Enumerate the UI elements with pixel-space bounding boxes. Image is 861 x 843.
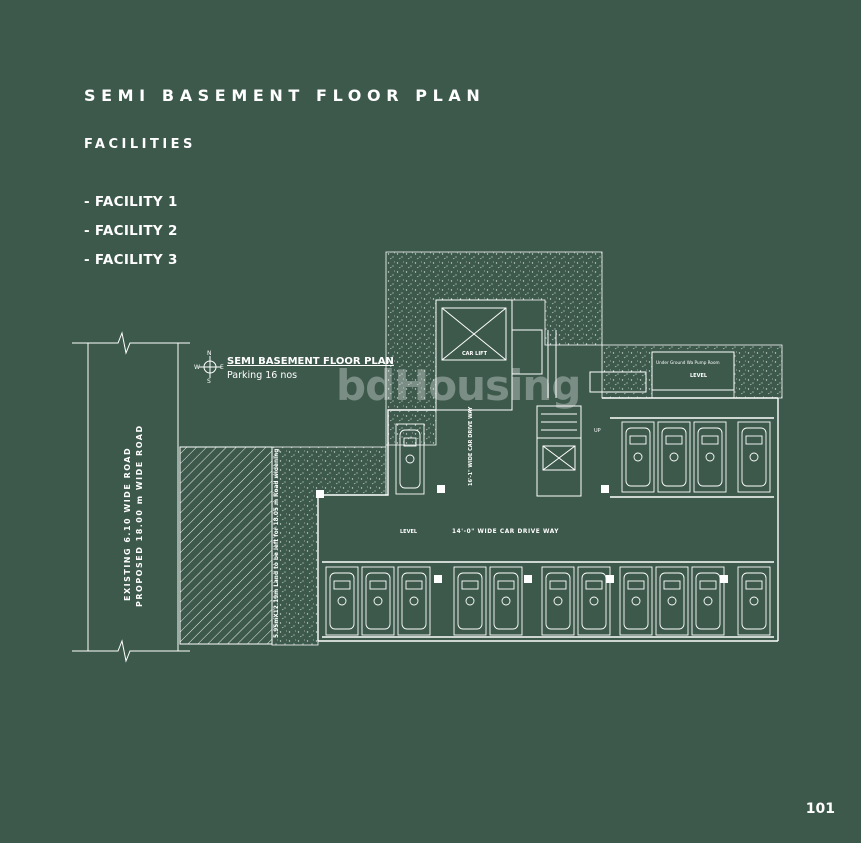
- car-outline: [741, 427, 767, 487]
- stall-marker: [705, 452, 715, 462]
- building-outline: [317, 397, 779, 642]
- level-label: LEVEL: [400, 529, 418, 535]
- stall-marker: [749, 596, 759, 606]
- road-existing-label: EXISTING 6.10 WIDE ROAD: [123, 447, 132, 601]
- parking-stall: [693, 421, 727, 493]
- parking-stall: [657, 421, 691, 493]
- stall-marker: [553, 596, 563, 606]
- car-windshield: [497, 580, 515, 590]
- car-outline: [697, 427, 723, 487]
- pump-room: [651, 351, 735, 391]
- stair-core: [511, 329, 647, 497]
- car-windshield: [665, 435, 683, 445]
- parking-stalls: [325, 421, 771, 636]
- car-outline: [695, 572, 721, 630]
- parking-stall: [737, 566, 771, 636]
- up-label: UP: [594, 428, 601, 434]
- compass-letter-s: S: [207, 378, 211, 385]
- car-windshield: [627, 580, 645, 590]
- facilities-heading: FACILITIES: [84, 137, 196, 152]
- car-outline: [623, 572, 649, 630]
- parking-stall: [453, 566, 487, 636]
- parking-stall: [325, 566, 359, 636]
- drive-way-main-label: 14'-0" WIDE CAR DRIVE WAY: [452, 529, 559, 535]
- stall-marker: [703, 596, 713, 606]
- compass: [199, 356, 221, 378]
- car-windshield: [745, 435, 763, 445]
- car-outline: [581, 572, 607, 630]
- car-outline: [365, 572, 391, 630]
- plan-label: SEMI BASEMENT FLOOR PLAN: [227, 356, 394, 367]
- facility-item: - FACILITY 3: [84, 252, 178, 268]
- site-boundary-walls: [271, 251, 783, 646]
- parking-stall: [395, 423, 425, 495]
- car-windshield: [333, 580, 351, 590]
- stall-marker: [749, 452, 759, 462]
- parking-stall: [361, 566, 395, 636]
- road-strip-note: 5.95mX12.19m Land to be left for 18.05 m…: [274, 449, 280, 638]
- parking-stall: [691, 566, 725, 636]
- stall-marker: [631, 596, 641, 606]
- car-outline: [399, 429, 421, 489]
- car-windshield: [405, 580, 423, 590]
- stall-marker: [669, 452, 679, 462]
- facility-list: - FACILITY 1 - FACILITY 2 - FACILITY 3: [84, 193, 178, 280]
- car-outline: [625, 427, 651, 487]
- compass-letter-e: E: [220, 364, 224, 371]
- watermark-logo: bdHousing: [336, 361, 581, 410]
- facility-item: - FACILITY 2: [84, 223, 178, 239]
- road-proposed-label: PROPOSED 18.00 m WIDE ROAD: [135, 424, 144, 607]
- road-lines: [72, 331, 190, 663]
- pump-room-label: Under Ground Wa Pump Room: [656, 360, 720, 365]
- page-title: SEMI BASEMENT FLOOR PLAN: [84, 86, 486, 105]
- stall-marker: [633, 452, 643, 462]
- drive-way-vertical-label: 16'-1" WIDE CAR DRIVE WAY: [468, 406, 474, 486]
- car-outline: [329, 572, 355, 630]
- facility-item: - FACILITY 1: [84, 194, 178, 210]
- level-label: LEVEL: [690, 373, 708, 379]
- parking-stall: [619, 566, 653, 636]
- car-windshield: [585, 580, 603, 590]
- stall-marker: [337, 596, 347, 606]
- road-widening-strip: [179, 446, 273, 645]
- car-outline: [493, 572, 519, 630]
- stall-marker: [465, 596, 475, 606]
- car-windshield: [701, 435, 719, 445]
- car-outline: [401, 572, 427, 630]
- compass-letter-n: N: [207, 350, 212, 357]
- stall-marker: [405, 454, 415, 464]
- car-windshield: [369, 580, 387, 590]
- parking-stall: [541, 566, 575, 636]
- car-lift-label: CAR LIFT: [462, 351, 488, 357]
- car-outline: [661, 427, 687, 487]
- stall-marker: [667, 596, 677, 606]
- car-windshield: [629, 435, 647, 445]
- car-windshield: [663, 580, 681, 590]
- stall-marker: [501, 596, 511, 606]
- car-outline: [545, 572, 571, 630]
- car-windshield: [461, 580, 479, 590]
- car-windshield: [549, 580, 567, 590]
- parking-stall: [621, 421, 655, 493]
- car-windshield: [745, 580, 763, 590]
- parking-stall: [489, 566, 523, 636]
- car-outline: [741, 572, 767, 630]
- plan-sublabel: Parking 16 nos: [227, 370, 297, 381]
- stall-marker: [589, 596, 599, 606]
- parking-stall: [737, 421, 771, 493]
- car-outline: [659, 572, 685, 630]
- stall-marker: [409, 596, 419, 606]
- compass-letter-w: W: [194, 364, 200, 371]
- parking-stall: [577, 566, 611, 636]
- car-outline: [457, 572, 483, 630]
- parking-stall: [397, 566, 431, 636]
- stall-marker: [373, 596, 383, 606]
- page-number: 101: [805, 801, 835, 817]
- car-windshield: [699, 580, 717, 590]
- car-windshield: [403, 437, 417, 447]
- parking-stall: [655, 566, 689, 636]
